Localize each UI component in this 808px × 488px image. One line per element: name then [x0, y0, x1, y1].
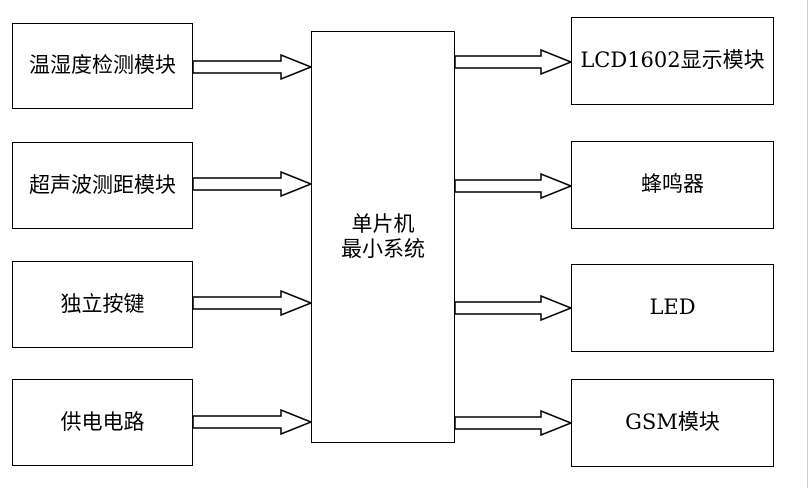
- arrow-output-4: [454, 409, 574, 437]
- output-block-gsm: GSM模块: [571, 379, 774, 467]
- input-block-ultrasonic: 超声波测距模块: [12, 142, 193, 229]
- arrow-output-3: [454, 294, 574, 322]
- input-block-power: 供电电路: [12, 379, 193, 466]
- input-block-keys: 独立按键: [12, 261, 193, 348]
- arrow-input-3: [192, 289, 314, 317]
- mcu-block: 单片机 最小系统: [311, 31, 455, 443]
- output-block-label: 蜂鸣器: [641, 172, 704, 197]
- arrow-input-2: [192, 170, 314, 198]
- output-block-label: GSM模块: [625, 410, 720, 435]
- mcu-label-line1: 单片机: [351, 211, 415, 236]
- output-block-lcd1602: LCD1602显示模块: [571, 17, 774, 105]
- output-block-led: LED: [571, 264, 774, 352]
- mcu-label-line2: 最小系统: [341, 237, 425, 261]
- input-block-label: 温湿度检测模块: [29, 53, 176, 78]
- output-block-buzzer: 蜂鸣器: [571, 141, 774, 229]
- input-block-label: 独立按键: [60, 291, 145, 316]
- arrow-output-2: [454, 172, 574, 200]
- input-block-label: 超声波测距模块: [29, 172, 176, 197]
- input-block-label: 供电电路: [60, 409, 145, 434]
- arrow-input-4: [192, 408, 314, 436]
- output-block-label: LCD1602显示模块: [580, 48, 765, 73]
- mcu-label: 单片机 最小系统: [341, 212, 425, 262]
- arrow-output-1: [454, 48, 574, 76]
- arrow-input-1: [192, 53, 314, 81]
- output-block-label: LED: [649, 295, 696, 320]
- input-block-temp-humidity: 温湿度检测模块: [12, 23, 193, 109]
